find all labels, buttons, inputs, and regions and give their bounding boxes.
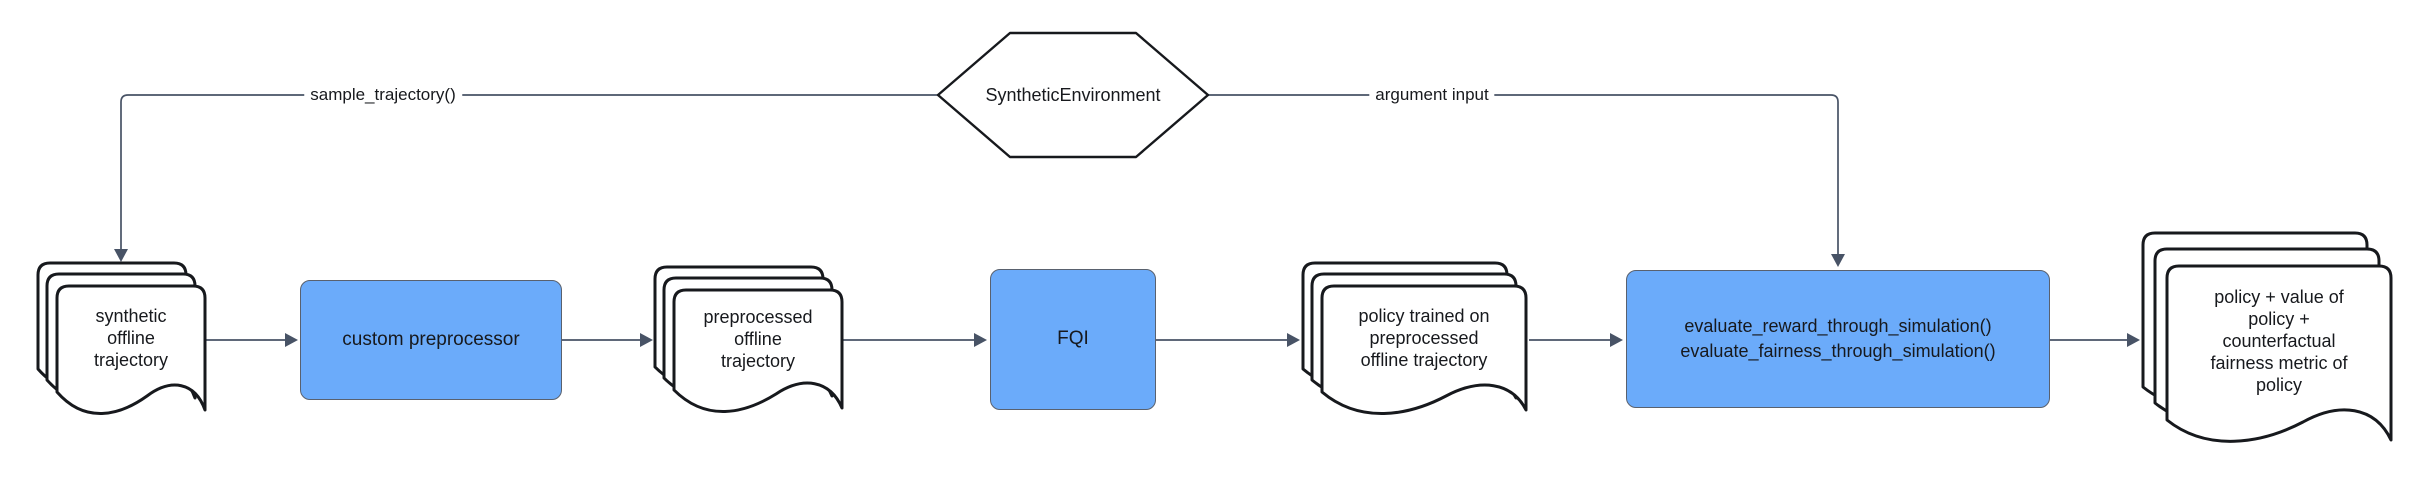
arrowhead-down-synthetic — [114, 249, 128, 262]
edge-label-argument-input: argument input — [1369, 83, 1495, 107]
node-synthetic-environment: SyntheticEnvironment — [936, 31, 1210, 159]
node-custom-preprocessor-label: custom preprocessor — [342, 328, 520, 350]
node-fqi: FQI — [990, 269, 1156, 410]
arrowhead-fqi — [974, 333, 987, 347]
node-synthetic-offline-trajectory-label: synthetic offline trajectory — [93, 306, 169, 370]
arrowhead-doc4 — [2127, 333, 2140, 347]
document-stack-icon — [36, 261, 207, 415]
document-stack-icon — [2141, 231, 2393, 443]
node-policy-outputs-label: policy + value of policy + counterfactua… — [2210, 287, 2348, 395]
arrowhead-doc2 — [640, 333, 653, 347]
node-evaluate-through-simulation: evaluate_reward_through_simulation() eva… — [1626, 270, 2050, 408]
edge-argument-input — [1208, 94, 1839, 254]
hexagon-shape — [936, 31, 1210, 159]
node-policy-trained-label: policy trained on preprocessed offline t… — [1358, 306, 1490, 370]
arrowhead-preprocessor — [285, 333, 298, 347]
node-evaluate-through-simulation-label: evaluate_reward_through_simulation() eva… — [1680, 315, 1996, 361]
node-preprocessed-offline-trajectory-label: preprocessed offline trajectory — [703, 307, 813, 371]
arrowhead-down-evaluate — [1831, 254, 1845, 267]
node-synthetic-environment-label: SyntheticEnvironment — [985, 84, 1161, 105]
node-custom-preprocessor: custom preprocessor — [300, 280, 562, 400]
node-fqi-label: FQI — [1057, 328, 1089, 350]
arrowhead-doc3 — [1287, 333, 1300, 347]
arrowhead-evaluate — [1610, 333, 1623, 347]
document-stack-icon — [653, 265, 844, 413]
edge-label-sample-trajectory: sample_trajectory() — [304, 83, 462, 107]
edge-sample-trajectory — [120, 94, 938, 249]
document-stack-icon — [1301, 261, 1528, 415]
